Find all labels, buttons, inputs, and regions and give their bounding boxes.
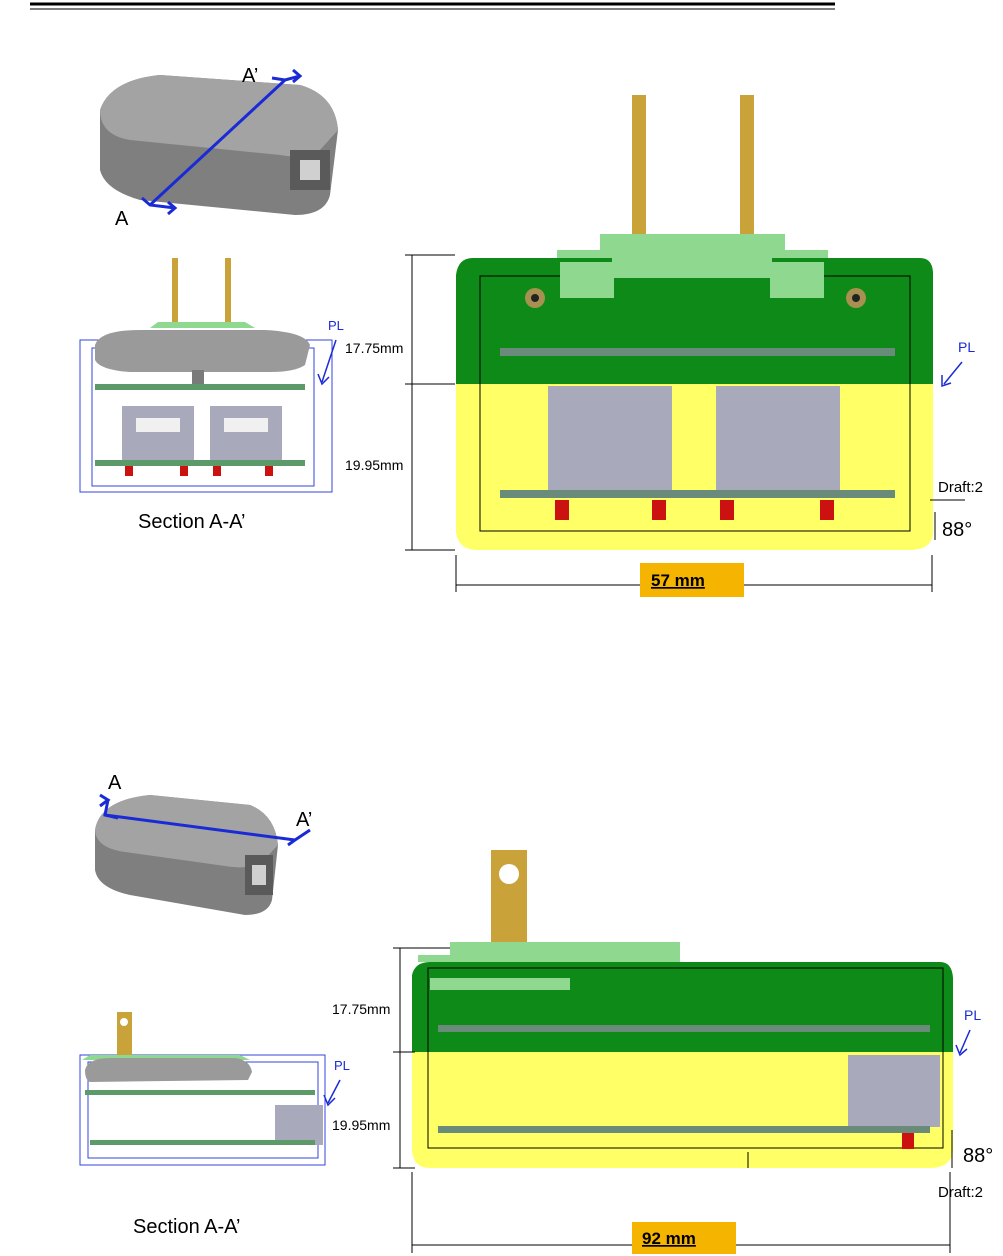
top-dim-upper: 17.75mm [345, 340, 403, 356]
top-width-label: 57 mm [651, 571, 705, 590]
top-dim-lower: 19.95mm [345, 457, 403, 473]
bottom-pl-large-arrow [956, 1030, 970, 1055]
bottom-pl-small: PL [334, 1058, 350, 1073]
top-section-large [456, 95, 933, 550]
bottom-label-a-prime: A’ [296, 809, 312, 831]
top-section-caption: Section A-A’ [138, 511, 245, 533]
top-iso-view [100, 75, 338, 215]
bottom-iso-view [95, 795, 278, 915]
bottom-pl-large: PL [964, 1007, 981, 1023]
top-label-a: A [115, 208, 129, 230]
top-pl-small-arrow [318, 340, 336, 384]
top-section-small [80, 258, 332, 492]
bottom-section-caption: Section A-A’ [133, 1216, 240, 1238]
bottom-width-label: 92 mm [642, 1229, 696, 1248]
bottom-dim-lower: 19.95mm [332, 1117, 390, 1133]
top-label-a-prime: A’ [242, 65, 258, 87]
bottom-section-small [80, 1012, 325, 1165]
bottom-pl-small-arrow [324, 1080, 340, 1105]
top-pl-large: PL [958, 339, 975, 355]
top-pl-large-arrow [942, 362, 962, 386]
bottom-dim-upper: 17.75mm [332, 1001, 390, 1017]
top-draft: Draft:2 [938, 479, 983, 496]
bottom-label-a: A [108, 772, 122, 794]
bottom-angle: 88° [963, 1145, 993, 1167]
top-pl-small: PL [328, 318, 344, 333]
bottom-section-large [412, 850, 953, 1168]
bottom-draft: Draft:2 [938, 1184, 983, 1201]
top-angle: 88° [942, 519, 972, 541]
